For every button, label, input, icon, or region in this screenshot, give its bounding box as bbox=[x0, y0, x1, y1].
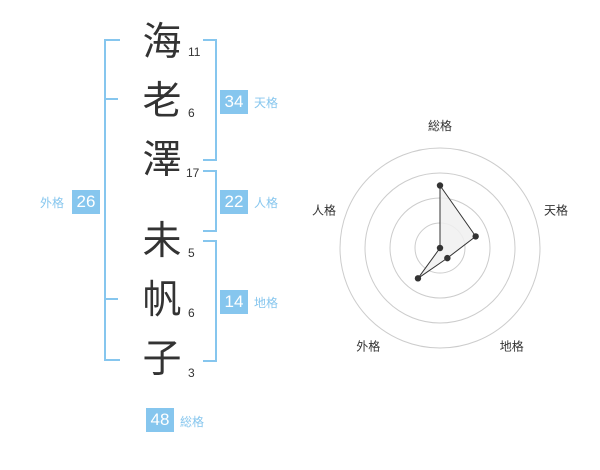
radar-grid-ring bbox=[364, 172, 516, 324]
name-char-5: 帆 bbox=[142, 278, 182, 323]
radar-axis-label-5: 人格 bbox=[312, 202, 336, 217]
jinkaku-value: 22 bbox=[220, 190, 248, 214]
name-char-6: 子 bbox=[142, 337, 182, 382]
chikaku-label: 地格 bbox=[254, 296, 279, 310]
name-char-2: 老 bbox=[142, 79, 182, 124]
stroke-count-1: 11 bbox=[188, 45, 201, 59]
radar-point-5 bbox=[436, 244, 444, 252]
soukaku-value: 48 bbox=[146, 408, 174, 432]
radar-axis-label-2: 天格 bbox=[544, 202, 568, 217]
gaikaku-bracket bbox=[104, 39, 120, 361]
stroke-count-3: 17 bbox=[186, 166, 200, 180]
radar-point-2 bbox=[472, 233, 479, 240]
gaikaku-value: 26 bbox=[72, 190, 100, 214]
tenkaku-label: 天格 bbox=[254, 96, 279, 110]
name-char-1: 海 bbox=[142, 20, 182, 65]
stroke-count-2: 6 bbox=[188, 106, 195, 120]
radar-grid-ring bbox=[339, 147, 541, 349]
jinkaku-label: 人格 bbox=[254, 196, 279, 210]
tenkaku-value: 34 bbox=[220, 90, 248, 114]
gaikaku-bracket-tick bbox=[104, 98, 118, 100]
radar-axis-label-1: 総格 bbox=[428, 118, 452, 133]
name-char-4: 未 bbox=[142, 219, 182, 264]
name-char-3: 澤 bbox=[142, 138, 182, 183]
radar-point-3 bbox=[444, 254, 451, 262]
radar-axis-label-3: 地格 bbox=[500, 339, 524, 354]
radar-point-4 bbox=[414, 275, 422, 282]
radar-point-1 bbox=[436, 182, 444, 189]
chikaku-value: 14 bbox=[220, 290, 248, 314]
soukaku-label: 総格 bbox=[180, 415, 205, 429]
gaikaku-label: 外格 bbox=[40, 196, 65, 210]
gaikaku-bracket-tick bbox=[104, 298, 118, 300]
tenkaku-bracket bbox=[203, 39, 217, 161]
stroke-count-5: 6 bbox=[188, 306, 195, 320]
chikaku-bracket bbox=[203, 240, 217, 362]
stroke-count-4: 5 bbox=[188, 246, 195, 260]
radar-axis-label-4: 外格 bbox=[356, 339, 380, 354]
stroke-count-6: 3 bbox=[188, 366, 195, 380]
radar-area bbox=[417, 183, 477, 279]
jinkaku-bracket bbox=[203, 170, 217, 232]
